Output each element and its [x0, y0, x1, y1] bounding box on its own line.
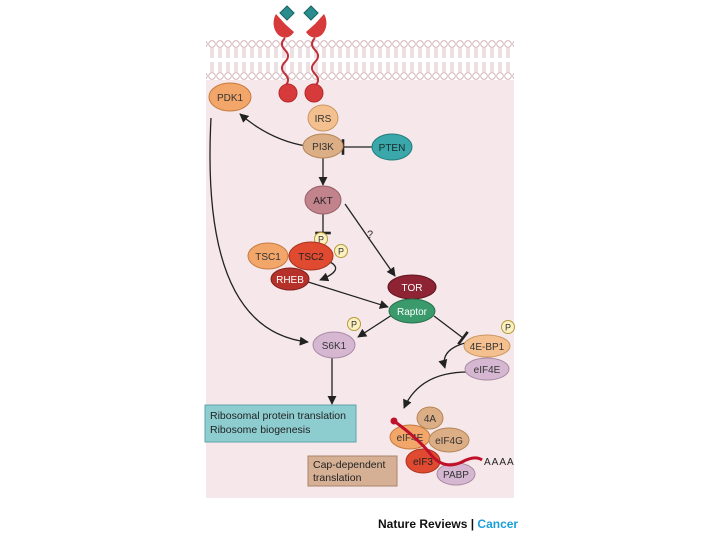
mrna-cap — [390, 417, 398, 425]
edge-akt-tor — [344, 203, 396, 277]
unknown-link-question: ? — [367, 229, 373, 241]
ribosomal-translation-box: Ribosomal protein translation Ribosome b… — [204, 404, 357, 443]
ligand — [303, 5, 319, 21]
svg-text:eIF4G: eIF4G — [435, 436, 463, 447]
node-tor: TOR — [387, 274, 437, 300]
node-pi3k: PI3K — [302, 133, 344, 159]
edge-tsc2-rheb — [319, 261, 337, 282]
svg-text:IRS: IRS — [315, 114, 332, 125]
svg-text:P: P — [338, 247, 344, 257]
ligand — [279, 5, 295, 21]
node-s6k1: S6K1 — [312, 331, 356, 359]
svg-text:eIF3: eIF3 — [413, 457, 433, 468]
node-tsc2: TSC2 — [288, 241, 334, 271]
svg-text:4E-BP1: 4E-BP1 — [470, 342, 505, 353]
node-pabp: PABP — [436, 462, 476, 486]
svg-text:AKT: AKT — [313, 196, 332, 207]
edge-pdk1-s6k1 — [209, 117, 309, 346]
node-pten: PTEN — [371, 133, 413, 161]
edge-rheb-tor — [304, 280, 389, 309]
cap-dependent-translation-box: Cap-dependent translation — [307, 455, 398, 487]
phospho-tsc2-b: P — [334, 244, 348, 258]
svg-text:P: P — [351, 320, 357, 330]
node-eif3: eIF3 — [405, 448, 441, 474]
svg-text:Cap-dependent: Cap-dependent — [313, 459, 385, 471]
svg-text:PDK1: PDK1 — [217, 93, 244, 104]
svg-text:4A: 4A — [424, 414, 437, 425]
phospho-4ebp1: P — [501, 320, 515, 334]
journal-section: Cancer — [477, 517, 519, 531]
credit-separator: | — [467, 517, 478, 531]
node-pdk1: PDK1 — [208, 82, 252, 112]
journal-name: Nature Reviews — [378, 517, 468, 531]
svg-text:P: P — [318, 235, 324, 245]
svg-text:eIF4E: eIF4E — [397, 433, 424, 444]
svg-text:TSC1: TSC1 — [255, 252, 281, 263]
svg-text:TSC2: TSC2 — [298, 252, 324, 263]
node-rheb: RHEB — [270, 267, 310, 291]
svg-text:P: P — [505, 323, 511, 333]
edge-pi3k-pdk1 — [239, 113, 307, 147]
edges — [209, 113, 469, 409]
cell-membrane — [206, 40, 514, 80]
receptor — [273, 5, 327, 103]
phospho-s6k1: P — [347, 317, 361, 331]
svg-text:Raptor: Raptor — [397, 307, 428, 318]
svg-text:eIF4E: eIF4E — [474, 365, 501, 376]
svg-text:RHEB: RHEB — [276, 275, 304, 286]
edge-raptor-s6k1 — [357, 314, 393, 338]
edge-4ebp1-eif4e — [438, 342, 466, 369]
node-eif4e-free: eIF4E — [464, 357, 510, 381]
svg-text:Ribosome biogenesis: Ribosome biogenesis — [210, 424, 310, 436]
node-eif4g: eIF4G — [428, 427, 470, 453]
node-akt: AKT — [304, 185, 342, 215]
node-4a: 4A — [416, 406, 444, 430]
svg-text:PI3K: PI3K — [312, 142, 334, 153]
svg-text:PTEN: PTEN — [379, 143, 406, 154]
edge-raptor-4ebp1 — [433, 315, 469, 345]
poly-a-tail: AAAA — [484, 457, 515, 468]
node-tsc1: TSC1 — [247, 242, 289, 270]
svg-text:TOR: TOR — [402, 283, 423, 294]
svg-text:translation: translation — [313, 472, 362, 484]
svg-text:S6K1: S6K1 — [322, 341, 347, 352]
journal-credit: Nature Reviews | Cancer — [378, 517, 518, 531]
mrna-strand — [393, 419, 483, 467]
svg-text:Ribosomal protein translation: Ribosomal protein translation — [210, 410, 346, 422]
node-raptor: Raptor — [388, 298, 436, 324]
translation-initiation-complex: 4A eIF4E eIF4G eIF3 PABP AAAA — [389, 406, 515, 486]
node-irs: IRS — [307, 104, 339, 132]
edge-eif4e-complex — [403, 371, 469, 409]
node-4ebp1: 4E-BP1 — [463, 334, 511, 358]
svg-text:PABP: PABP — [443, 470, 469, 481]
